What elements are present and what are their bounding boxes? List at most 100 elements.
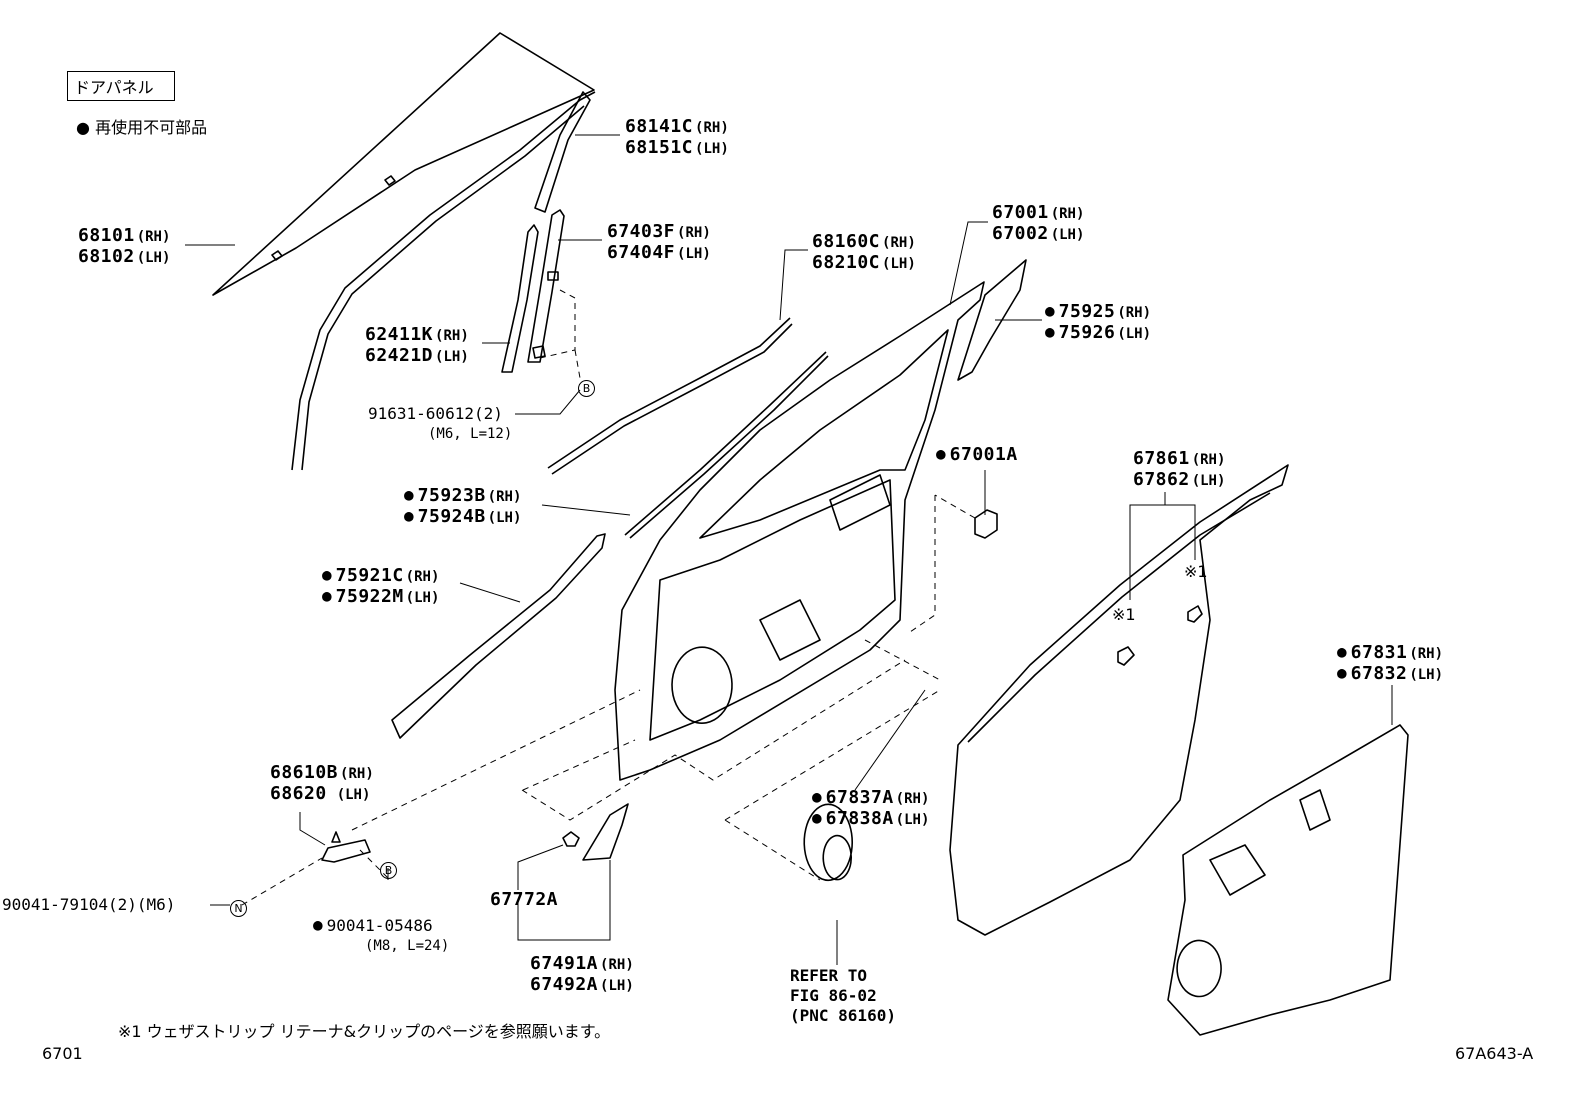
service-cover-speaker [1176,939,1222,998]
part-number-lh: 68620 [270,783,327,804]
side-rh: (RH) [136,229,171,245]
part-number-rh: 75921C [335,565,404,586]
rear-channel [534,91,591,213]
legend: ● 再使用不可部品 [76,118,207,138]
note-mark-b: ※1 [1112,605,1136,624]
door-speaker-opening [671,646,733,724]
part-number-rh: 67491A [530,953,599,974]
side-lh: (LH) [136,250,171,266]
leader-67491A [517,860,611,941]
belt-molding [624,351,829,539]
service-hole-cover [1167,724,1409,1036]
callout-b-check: B [380,859,397,879]
side-lh: (LH) [677,246,711,262]
label-speaker-reference: REFER TO FIG 86-02 (PNC 86160) [790,966,896,1026]
part-number-rh: 67001 [992,202,1049,223]
label-bolt-n: 90041-79104(2)(M6) [2,895,175,915]
door-window-frame [699,329,949,539]
side-lh: (LH) [1117,326,1152,342]
part-number-lh: 67832 [1350,663,1408,684]
callout-b: B [380,862,397,879]
part-number: 67772A [490,889,559,910]
door-panel-outline [614,281,985,781]
side-rh: (RH) [677,225,711,241]
leader-68160C [779,249,808,321]
leader-68610B [299,812,326,846]
part-number-rh: 62411K [365,324,434,345]
label-front-channel: 62411K(RH) 62421D(LH) [365,325,469,367]
glass-run-channel [291,91,596,471]
door-weatherstrip [949,464,1289,936]
leader-91631 [515,389,581,415]
label-lower-seal: 67837A(RH) 67838A(LH) [812,787,930,830]
dash-cushion [909,494,976,633]
note-mark-a: ※1 [1184,562,1208,581]
side-rh: (RH) [1050,206,1085,222]
part-number-lh: 67838A [825,808,894,829]
side-rh: (RH) [895,791,930,807]
door-weatherstrip-inner [967,492,1271,743]
leader-67001 [949,221,988,306]
dash-sash-bolt [539,289,581,379]
part-number-rh: 68610B [270,762,339,783]
part-number-rh: 68160C [812,231,881,252]
label-pillar-seal: 75925(RH) 75926(LH) [1045,302,1151,344]
part-number: 67001A [949,444,1018,465]
bolt-b-number: 91631-60612(2) [368,404,503,423]
figure-id: 67A643-A [1455,1044,1534,1063]
glass-clip-a [384,175,396,186]
label-door-panel: 67001(RH) 67002(LH) [992,203,1084,245]
pillar-seal [957,259,1027,381]
side-lh: (LH) [435,349,469,365]
part-number-rh: 67837A [825,787,894,808]
panel-title: ドアパネル [74,78,154,97]
speaker-ref-line1: REFER TO [790,966,868,985]
part-number-lh: 62421D [365,345,434,366]
door-check-assy [321,831,371,863]
side-lh: (LH) [882,256,916,272]
side-lh: (LH) [1050,227,1085,243]
part-number-rh: 67403F [607,221,676,242]
side-rh: (RH) [695,120,729,136]
part-number-lh: 67492A [530,974,599,995]
label-mirror-cover: 67491A(RH) 67492A(LH) [530,954,634,996]
panel-title-box: ドアパネル [67,71,175,101]
side-rh: (RH) [1117,305,1152,321]
door-sash [527,209,565,363]
dash-lower-seal [864,639,941,681]
part-number-rh: 75923B [417,485,486,506]
footer-note: ※1 ウェザストリップ リテーナ&クリップのページを参照願います。 [118,1022,611,1041]
callout-n-mark: N [230,900,247,917]
weatherstrip-clip-b [1187,605,1203,623]
legend-symbol: ● [76,118,90,137]
leader-67861 [1129,492,1196,600]
label-service-hole-cover: 67831(RH) 67832(LH) [1337,643,1443,685]
service-cover-detail [1209,789,1331,896]
label-bolt-check: 90041-05486 (M8, L=24) [313,916,450,956]
label-sash: 67403F(RH) 67404F(LH) [607,222,711,264]
part-number-lh: 67002 [992,223,1049,244]
label-bolt-b: 91631-60612(2) (M6, L=12) [368,404,512,444]
door-inner-structure [649,479,896,741]
bolt-b-spec: (M6, L=12) [428,426,513,442]
side-rh: (RH) [405,569,440,585]
leader-67837A [854,689,926,791]
front-channel [501,224,539,373]
part-number-rh: 67861 [1133,448,1190,469]
label-belt-molding: 75923B(RH) 75924B(LH) [404,485,522,528]
door-cushion [974,509,998,539]
mirror-cover [582,803,629,861]
clip-67772A [562,831,580,847]
label-clip: 67772A [490,890,558,910]
part-number-lh: 67862 [1133,469,1190,490]
part-number-lh: 75926 [1058,322,1116,343]
side-rh: (RH) [1191,452,1226,468]
bolt-check-number: 90041-05486 [326,916,433,935]
window-glass [212,32,595,296]
page-code: 6701 [42,1044,83,1063]
bolt-check-spec: (M8, L=24) [365,938,450,954]
side-lh: (LH) [405,590,440,606]
door-opening-b [829,474,891,531]
label-cushion: 67001A [936,445,1018,465]
